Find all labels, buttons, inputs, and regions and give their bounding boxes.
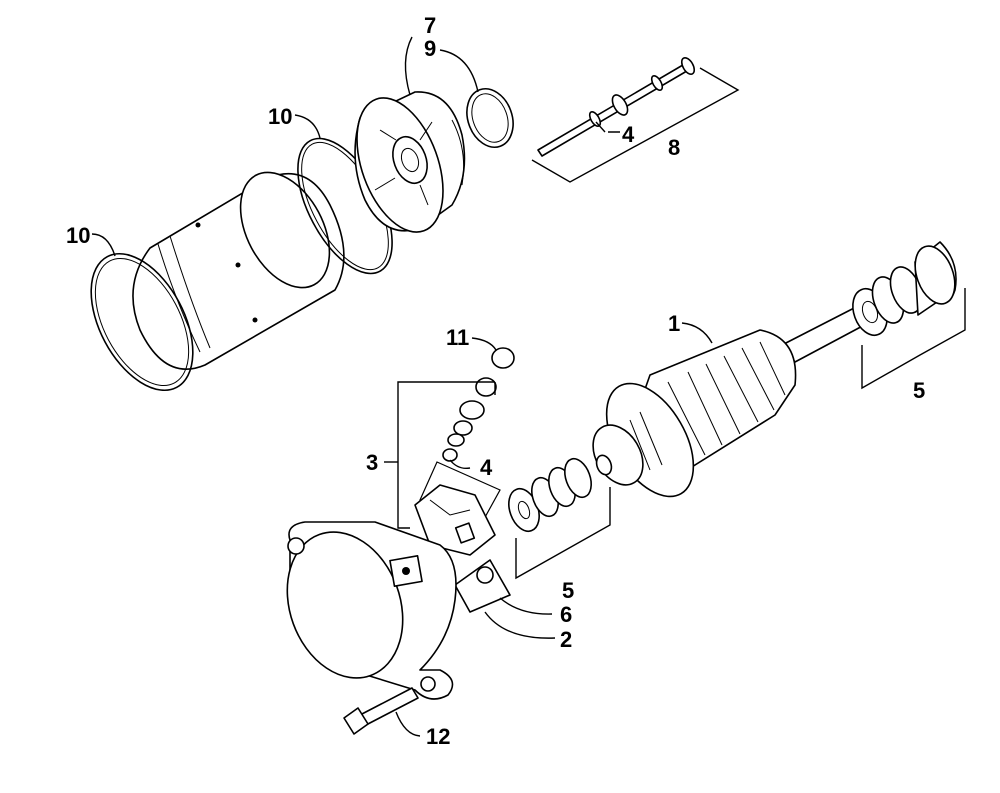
callout-7: 7 <box>424 13 436 38</box>
callout-12: 12 <box>426 724 450 749</box>
callout-4-upper: 4 <box>622 122 635 147</box>
bracket-5-lower <box>515 487 611 580</box>
brush-plate <box>454 559 511 613</box>
callout-8: 8 <box>668 135 680 160</box>
bracket-8 <box>531 67 740 183</box>
callout-6: 6 <box>560 602 572 627</box>
callout-9: 9 <box>424 36 436 61</box>
mounting-bolt <box>343 687 419 735</box>
end-cap-housing <box>354 91 466 233</box>
callout-5-lower: 5 <box>562 578 574 603</box>
callout-10-left: 10 <box>66 223 90 248</box>
terminal-nut-stack <box>442 347 515 462</box>
bracket-5-upper <box>861 288 966 390</box>
callout-2: 2 <box>560 627 572 652</box>
callout-4-lower: 4 <box>480 455 493 480</box>
drive-end-housing <box>286 521 457 700</box>
callout-10-upper: 10 <box>268 104 292 129</box>
bracket-3 <box>397 381 496 529</box>
washer-stack-upper <box>852 241 957 337</box>
leader-lines <box>91 36 713 737</box>
through-bolt-assembly <box>537 57 696 157</box>
callout-1: 1 <box>668 311 680 336</box>
motor-housing <box>132 171 345 370</box>
callout-5-right: 5 <box>913 378 925 403</box>
o-ring-small <box>466 88 514 148</box>
callout-11: 11 <box>446 325 469 350</box>
callout-3: 3 <box>366 450 378 475</box>
washer-stack-lower <box>508 454 613 533</box>
armature <box>592 304 871 498</box>
o-ring-large-left <box>90 252 194 392</box>
